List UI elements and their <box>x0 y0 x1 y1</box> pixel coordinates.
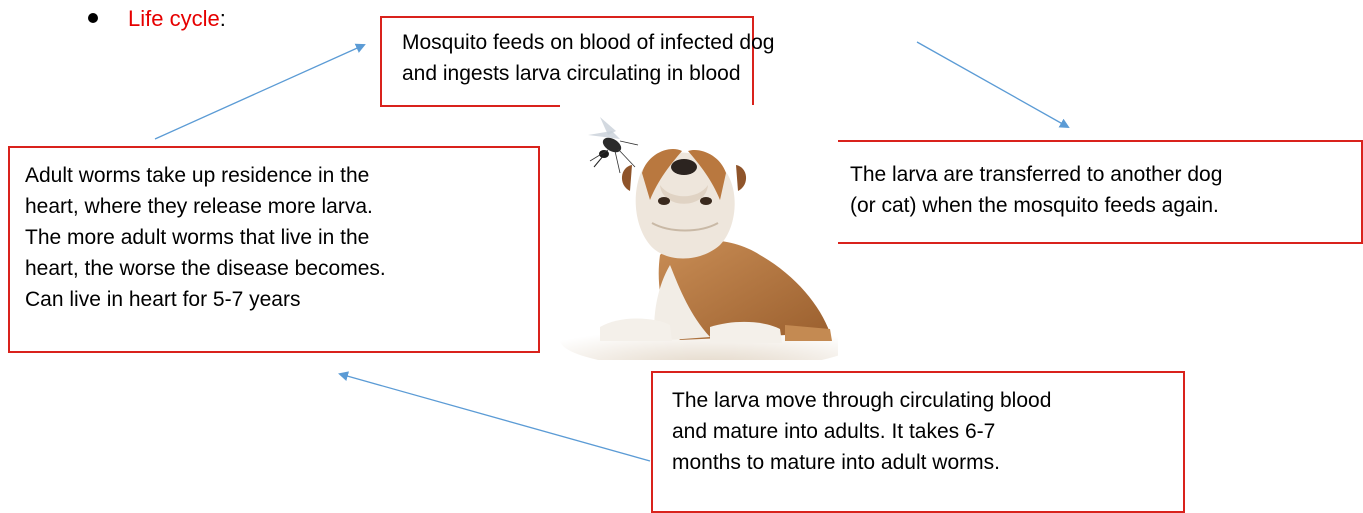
step-text-line: and mature into adults. It takes 6-7 <box>672 416 1171 447</box>
step-text-line: heart, where they release more larva. <box>25 191 526 222</box>
step-text-line: (or cat) when the mosquito feeds again. <box>850 190 1349 221</box>
step-text-line: Mosquito feeds on blood of infected dog <box>402 27 740 58</box>
step-mosquito-feeds-box: Mosquito feeds on blood of infected dog … <box>380 16 754 107</box>
arrow-top-to-right <box>917 42 1068 127</box>
heading-colon: : <box>220 6 226 31</box>
step-text-line: Adult worms take up residence in the <box>25 160 526 191</box>
arrow-bottom-to-left <box>340 374 650 461</box>
bullet-icon <box>88 13 98 23</box>
step-text-line: heart, the worse the disease becomes. <box>25 253 526 284</box>
step-text-line: Can live in heart for 5-7 years <box>25 284 526 315</box>
arrow-left-to-top <box>155 45 364 139</box>
step-larva-mature-box: The larva move through circulating blood… <box>651 371 1185 513</box>
life-cycle-label: Life cycle <box>128 6 220 31</box>
step-adult-worms-box: Adult worms take up residence in the hea… <box>8 146 540 353</box>
step-larva-transferred-box: The larva are transferred to another dog… <box>830 140 1363 244</box>
dog-and-mosquito-photo <box>560 105 838 360</box>
step-text-line: months to mature into adult worms. <box>672 447 1171 478</box>
step-text-line: The larva move through circulating blood <box>672 385 1171 416</box>
step-text-line: The larva are transferred to another dog <box>850 159 1349 190</box>
step-text-line: The more adult worms that live in the <box>25 222 526 253</box>
step-text-line: and ingests larva circulating in blood <box>402 58 740 89</box>
life-cycle-heading: Life cycle: <box>88 2 226 36</box>
